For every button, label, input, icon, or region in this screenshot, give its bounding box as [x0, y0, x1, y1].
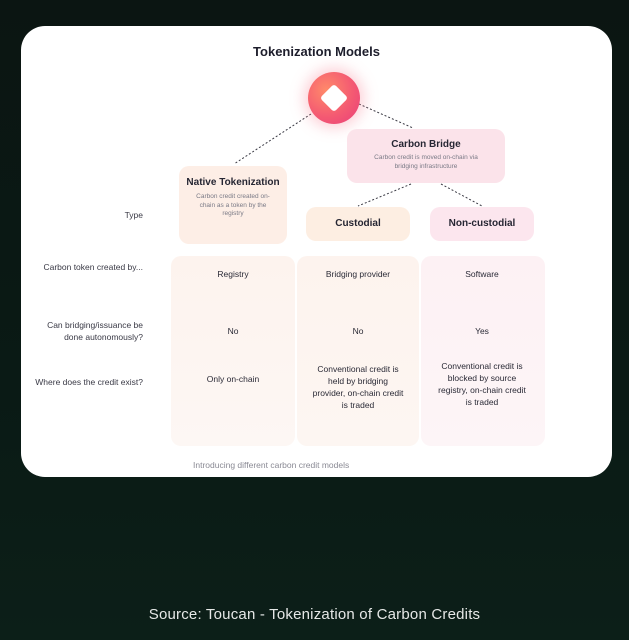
column-custodial-bg: [297, 256, 419, 446]
connector-bridge-noncustodial: [440, 183, 483, 207]
native-tokenization-description: Carbon credit created on-chain as a toke…: [196, 193, 270, 217]
row-label-autonomous: Can bridging/issuance be done autonomous…: [47, 320, 143, 342]
native-tokenization-box: Native Tokenization Carbon credit create…: [179, 166, 287, 244]
diagram-caption: Introducing different carbon credit mode…: [193, 460, 350, 470]
column-noncustodial-bg: [421, 256, 545, 446]
cell-noncustodial-autonomous: Yes: [475, 326, 489, 336]
row-label-created-by: Carbon token created by...: [43, 262, 143, 272]
diagram-card: Tokenization Models Native Tokenization …: [21, 26, 612, 477]
carbon-bridge-box: Carbon Bridge Carbon credit is moved on-…: [347, 129, 505, 183]
cell-native-autonomous: No: [227, 326, 239, 336]
native-tokenization-title: Native Tokenization: [186, 177, 280, 188]
column-native-bg: [171, 256, 295, 446]
diagram-title: Tokenization Models: [253, 44, 380, 59]
row-label-type: Type: [124, 210, 143, 220]
connector-bridge-custodial: [357, 183, 412, 207]
source-caption: Source: Toucan - Tokenization of Carbon …: [148, 606, 481, 623]
cell-custodial-autonomous: No: [352, 326, 364, 336]
connector-logo-native: [233, 113, 312, 165]
tokenization-logo: [308, 72, 360, 124]
connector-logo-bridge: [358, 103, 414, 129]
row-label-credit-exist: Where does the credit exist?: [35, 377, 143, 387]
noncustodial-box: Non-custodial: [430, 207, 534, 241]
cell-noncustodial-created-by: Software: [465, 269, 499, 279]
cell-noncustodial-credit-exist: Conventional credit is blocked by source…: [438, 361, 526, 407]
cell-custodial-created-by: Bridging provider: [325, 269, 391, 279]
diamond-logo-icon: [319, 83, 349, 113]
connector-lines: [233, 103, 483, 207]
carbon-bridge-description: Carbon credit is moved on-chain via brid…: [374, 154, 478, 170]
carbon-bridge-title: Carbon Bridge: [391, 139, 461, 150]
custodial-box: Custodial: [306, 207, 410, 241]
cell-native-created-by: Registry: [217, 269, 249, 279]
cell-native-credit-exist: Only on-chain: [206, 374, 260, 384]
cell-custodial-credit-exist: Conventional credit is held by bridging …: [312, 364, 404, 410]
